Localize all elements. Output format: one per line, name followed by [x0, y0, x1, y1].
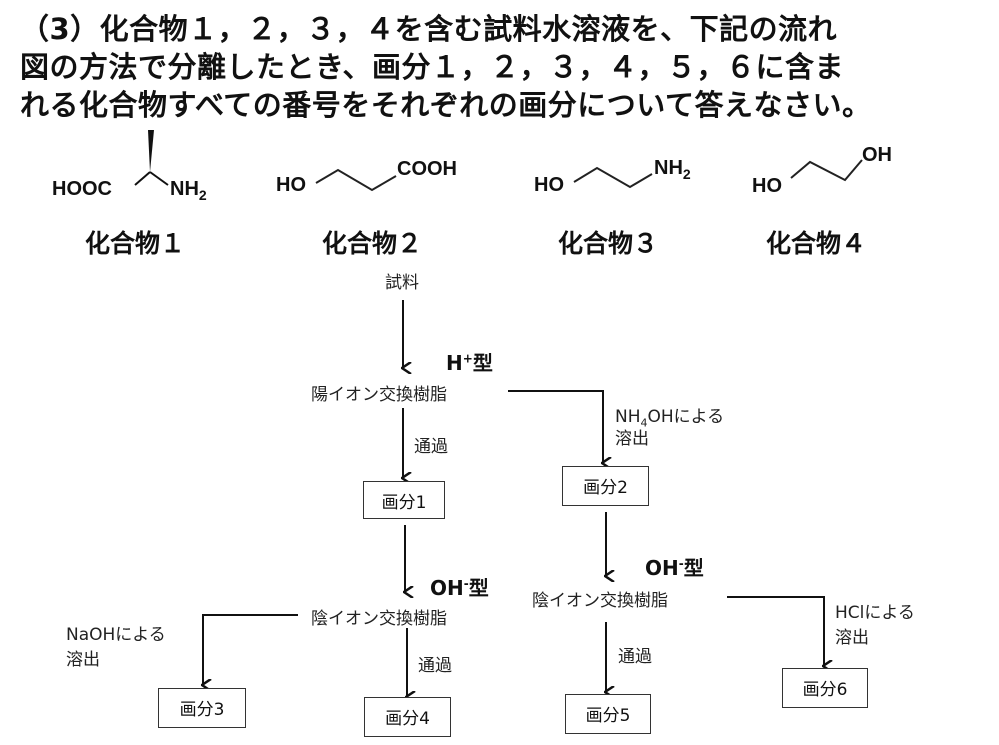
elution-nh4oh-pre: NH — [615, 407, 641, 427]
cation-type-charge: + — [462, 351, 473, 366]
question-line-2: 図の方法で分離したとき、画分１，２，３，４，５，６に含ま — [20, 50, 844, 84]
fraction-5-box: 画分5 — [565, 694, 651, 734]
elution-nh4oh-post: OHによる — [647, 407, 725, 427]
anion-exchange-resin-left: 陰イオン交換樹脂 — [311, 609, 447, 629]
compound-1-name: 化合物１ — [85, 229, 186, 258]
elution-naoh-line2: 溶出 — [66, 650, 100, 670]
pass-through-label-2: 通過 — [418, 656, 452, 676]
wedge-bond — [148, 130, 154, 172]
fraction-2-box: 画分2 — [562, 466, 649, 506]
fraction-4-box: 画分4 — [364, 697, 451, 737]
anion-type-suffix: 型 — [468, 576, 489, 600]
arrow-to-fraction-2 — [508, 390, 603, 463]
compound-4-name: 化合物４ — [766, 229, 867, 258]
arrow-to-fraction-6 — [727, 596, 824, 666]
elution-hcl-line2: 溶出 — [835, 628, 869, 648]
compound-2-bonds — [315, 168, 397, 192]
compound-3-left-group: HO — [534, 174, 564, 196]
anion-exchange-resin-right: 陰イオン交換樹脂 — [532, 591, 668, 611]
sample-label: 試料 — [385, 273, 419, 293]
cation-exchange-resin: 陽イオン交換樹脂 — [311, 385, 447, 405]
compound-1-amine: NH — [170, 178, 199, 200]
anion-type-main: OH — [430, 576, 464, 600]
compound-2-name: 化合物２ — [322, 229, 423, 258]
fraction-6-box: 画分6 — [782, 668, 868, 708]
anion-type-suffix: 型 — [683, 556, 704, 580]
question-line-3: れる化合物すべての番号をそれぞれの画分について答えなさい。 — [20, 88, 872, 122]
pass-through-label-3: 通過 — [618, 647, 652, 667]
anion-type-main: OH — [645, 556, 679, 580]
arrow-to-fraction-3 — [203, 614, 298, 685]
fraction-1-box: 画分1 — [363, 481, 445, 519]
compound-4-bonds — [790, 159, 863, 182]
anion-resin-type-left: OH-型 — [430, 572, 489, 601]
cation-type-suffix: 型 — [472, 351, 493, 375]
compound-3-bonds — [573, 166, 653, 189]
anion-type-charge: - — [463, 576, 469, 591]
elution-hcl-label: HClによる — [835, 603, 915, 623]
elution-nh4oh-line2: 溶出 — [615, 429, 649, 449]
compound-2-right-group: COOH — [397, 158, 457, 180]
compound-3-name: 化合物３ — [558, 229, 659, 258]
pass-through-label-1: 通過 — [414, 437, 448, 457]
compound-4-left-group: HO — [752, 175, 782, 197]
compound-1-left-group: HOOC — [52, 178, 112, 200]
compound-1-bonds — [134, 130, 169, 186]
compound-3-right-group: NH2 — [654, 157, 691, 182]
fraction-3-box: 画分3 — [158, 688, 246, 728]
cation-type-main: H — [446, 351, 463, 375]
compound-3-amine-subscript: 2 — [682, 166, 691, 182]
anion-type-charge: - — [678, 556, 684, 571]
elution-naoh-label: NaOHによる — [66, 625, 166, 645]
compound-1-amine-subscript: 2 — [198, 187, 207, 203]
compound-2-left-group: HO — [276, 174, 306, 196]
compound-4-right-group: OH — [862, 144, 892, 166]
elution-nh4oh-sub: 4 — [640, 416, 648, 430]
compound-1-right-group: NH2 — [170, 178, 207, 203]
question-line-1: （3）化合物１，２，３，４を含む試料水溶液を、下記の流れ — [20, 12, 838, 46]
anion-resin-type-right: OH-型 — [645, 552, 704, 581]
compound-3-amine: NH — [654, 157, 683, 179]
elution-nh4oh-label: NH4OHによる — [615, 402, 724, 429]
cation-resin-type: H+型 — [446, 347, 493, 376]
